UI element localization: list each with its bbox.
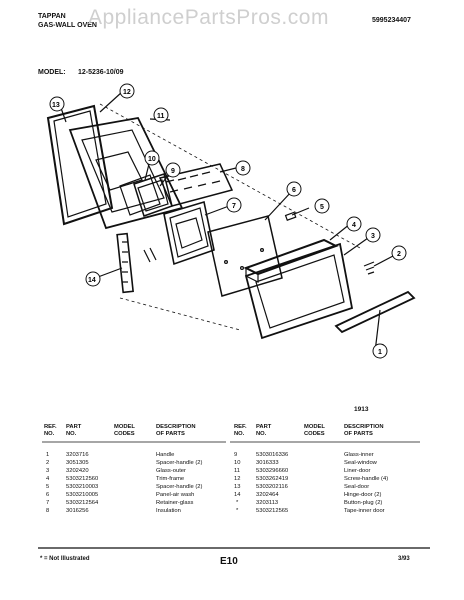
- svg-text:7: 7: [232, 203, 236, 210]
- ref-no: 5: [46, 484, 50, 490]
- callout-1: 1: [372, 343, 388, 359]
- ref-no: 14: [234, 492, 241, 498]
- description: Screw-handle (4): [344, 476, 389, 482]
- description: Liner-door: [344, 468, 371, 474]
- svg-text:10: 10: [148, 156, 156, 163]
- watermark: AppliancePartsPros.com: [88, 6, 329, 29]
- ref-no: 3: [46, 468, 50, 474]
- description: Glass-outer: [156, 468, 186, 474]
- ref-no: *: [236, 508, 239, 514]
- ref-no: 7: [46, 500, 50, 506]
- ref-no: *: [236, 500, 239, 506]
- part-no: 3202464: [256, 492, 279, 498]
- part-no: 3203716: [66, 452, 89, 458]
- svg-text:13: 13: [52, 102, 60, 109]
- svg-text:2: 2: [397, 251, 401, 258]
- description: Button-plug (2): [344, 500, 383, 506]
- description: Trim-frame: [156, 476, 185, 482]
- svg-text:12: 12: [123, 89, 131, 96]
- model-label: MODEL:: [38, 69, 66, 76]
- part-no: 3016333: [256, 460, 279, 466]
- brand-name: TAPPAN: [38, 13, 66, 20]
- svg-text:11: 11: [157, 113, 165, 120]
- part-no: 5303262419: [256, 476, 289, 482]
- description: Glass-inner: [344, 452, 374, 458]
- callout-7: 7: [226, 197, 242, 213]
- callout-5: 5: [314, 198, 330, 214]
- product-type: GAS-WALL OVEN: [38, 22, 97, 29]
- description: Spacer-handle (2): [156, 460, 203, 466]
- svg-text:8: 8: [241, 166, 245, 173]
- page-code: E10: [220, 556, 238, 567]
- doc-number: 5995234407: [372, 17, 411, 24]
- figure-number: 1913: [354, 406, 369, 413]
- svg-text:4: 4: [352, 222, 356, 229]
- callout-12: 12: [119, 83, 135, 99]
- description: Insulation: [156, 508, 181, 514]
- svg-text:3: 3: [371, 233, 375, 240]
- footnote: * = Not Illustrated: [40, 556, 90, 562]
- description: Seal-door: [344, 484, 370, 490]
- callout-8: 8: [235, 160, 251, 176]
- callout-labels: 12 13 11 10 9 8 7 6 5 4 3 2 1 14: [49, 83, 407, 359]
- callout-11: 11: [153, 107, 169, 123]
- svg-text:9: 9: [171, 168, 175, 175]
- part-no: 5303212564: [66, 500, 99, 506]
- ref-no: 6: [46, 492, 50, 498]
- part-no: 5303016336: [256, 452, 289, 458]
- ref-no: 11: [234, 468, 241, 474]
- part-no: 5303212565: [256, 508, 289, 514]
- ref-no: 2: [46, 460, 50, 466]
- callout-9: 9: [165, 162, 181, 178]
- part-no: 5303202116: [256, 484, 288, 490]
- part-no: 5303296660: [256, 468, 289, 474]
- callout-6: 6: [286, 181, 302, 197]
- ref-no: 1: [46, 452, 50, 458]
- part-no: 5303210005: [66, 492, 99, 498]
- part-no: 3016256: [66, 508, 89, 514]
- description: Seal-window: [344, 460, 377, 466]
- part-no: 5303210003: [66, 484, 99, 490]
- ref-no: 4: [46, 476, 50, 482]
- part-no: 3051305: [66, 460, 89, 466]
- description: Retainer-glass: [156, 500, 194, 506]
- description: Handle: [156, 452, 175, 458]
- part-no: 3203113: [256, 500, 279, 506]
- part-no: 3202420: [66, 468, 89, 474]
- callout-14: 14: [85, 271, 101, 287]
- description: Spacer-handle (2): [156, 484, 203, 490]
- callout-2: 2: [391, 245, 407, 261]
- callout-10: 10: [144, 150, 160, 166]
- ref-no: 10: [234, 460, 241, 466]
- model-value: 12-5236-10/09: [78, 69, 124, 76]
- part-no: 5303212560: [66, 476, 99, 482]
- ref-no: 9: [234, 452, 238, 458]
- svg-text:6: 6: [292, 187, 296, 194]
- svg-text:1: 1: [378, 349, 382, 356]
- revision-date: 3/93: [398, 556, 410, 562]
- ref-no: 12: [234, 476, 241, 482]
- callout-4: 4: [346, 216, 362, 232]
- col-ref-left: REF.NO.: [44, 424, 57, 437]
- svg-text:5: 5: [320, 204, 324, 211]
- ref-no: 13: [234, 484, 241, 490]
- callout-13: 13: [49, 96, 65, 112]
- callout-3: 3: [365, 227, 381, 243]
- svg-text:14: 14: [88, 277, 96, 284]
- col-ref-right: REF.NO.: [234, 424, 247, 437]
- description: Hinge-door (2): [344, 492, 382, 498]
- description: Tape-inner door: [344, 508, 385, 514]
- ref-no: 8: [46, 508, 50, 514]
- description: Panel-air wash: [156, 492, 195, 498]
